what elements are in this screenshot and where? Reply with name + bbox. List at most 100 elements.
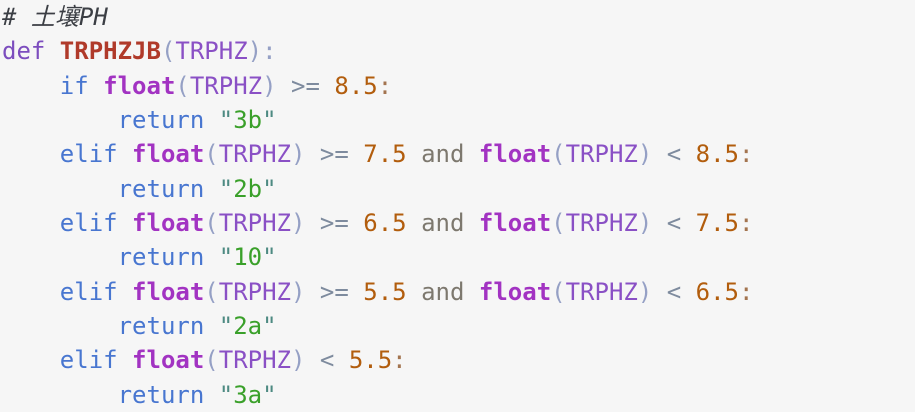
code-token	[2, 72, 60, 100]
code-token: (	[175, 71, 190, 100]
code-line: return "2b"	[2, 172, 915, 206]
code-token: )	[291, 140, 306, 169]
code-token: >=	[291, 71, 320, 100]
code-token: (	[160, 37, 176, 66]
code-token	[305, 209, 319, 237]
code-token: float	[478, 208, 552, 237]
code-token	[305, 278, 319, 306]
code-token: "	[262, 105, 277, 134]
code-token: 2a	[233, 311, 263, 340]
code-token: 7.5	[695, 208, 740, 237]
code-token: <	[666, 208, 682, 237]
code-token: (	[204, 346, 219, 375]
code-token	[277, 72, 291, 100]
code-token	[2, 312, 118, 340]
code-token	[2, 278, 60, 306]
code-token: "	[218, 311, 234, 340]
code-token: float	[132, 140, 205, 169]
code-line: if float(TRPHZ) >= 8.5:	[2, 69, 915, 103]
code-token: float	[132, 277, 205, 306]
code-token: TRPHZ	[175, 37, 248, 66]
code-token: )	[291, 346, 306, 375]
code-token: <	[319, 346, 335, 375]
code-token: return	[117, 311, 219, 340]
code-token: float	[103, 71, 176, 100]
code-token	[407, 209, 421, 237]
code-line: elif float(TRPHZ) >= 6.5 and float(TRPHZ…	[2, 206, 915, 240]
code-token: TRPHZ	[218, 140, 291, 169]
code-token: TRPHZ	[218, 208, 291, 237]
code-token	[681, 140, 695, 168]
code-token: 10	[233, 243, 263, 272]
code-token: "	[218, 243, 234, 272]
code-token: elif	[59, 346, 133, 375]
code-token: "	[262, 380, 277, 409]
code-token	[2, 175, 118, 203]
code-token	[2, 209, 60, 237]
code-line: return "3b"	[2, 103, 915, 137]
code-token	[334, 346, 348, 374]
code-token: :	[739, 208, 754, 237]
code-token	[349, 209, 363, 237]
code-line: elif float(TRPHZ) >= 7.5 and float(TRPHZ…	[2, 137, 915, 171]
code-token	[464, 278, 478, 306]
code-token: 6.5	[363, 208, 407, 237]
code-token	[407, 278, 421, 306]
code-token: float	[478, 140, 552, 169]
code-line: return "2a"	[2, 309, 915, 343]
code-token: (	[551, 277, 566, 306]
code-token: (	[551, 208, 566, 237]
code-token: float	[132, 208, 205, 237]
code-token	[349, 140, 363, 168]
code-token: return	[117, 243, 219, 272]
code-token	[652, 278, 666, 306]
code-token: and	[421, 208, 465, 237]
code-line: def TRPHZJB(TRPHZ):	[2, 34, 915, 68]
code-token: "	[218, 174, 234, 203]
code-token: elif	[59, 208, 133, 237]
code-token: (	[551, 140, 566, 169]
code-token	[2, 106, 118, 134]
code-token: TRPHZ	[565, 277, 638, 306]
code-token: 3a	[233, 380, 263, 409]
code-token	[2, 243, 118, 271]
code-token: 5.5	[363, 277, 407, 306]
code-token: float	[132, 346, 205, 375]
code-token	[652, 140, 666, 168]
code-token: 7.5	[363, 140, 407, 169]
code-token: (	[204, 208, 219, 237]
code-token: >=	[319, 208, 349, 237]
code-token: 8.5	[334, 71, 378, 100]
code-token: )	[637, 208, 653, 237]
code-token	[681, 209, 695, 237]
code-token: <	[666, 277, 682, 306]
code-token: )	[291, 208, 306, 237]
code-token	[2, 346, 60, 374]
code-token: 2b	[233, 174, 263, 203]
code-token: TRPHZ	[218, 346, 291, 375]
code-token: elif	[59, 277, 133, 306]
code-token: 3b	[233, 105, 263, 134]
code-token: TRPHZ	[565, 208, 638, 237]
code-token: "	[262, 311, 277, 340]
code-token: TRPHZ	[189, 71, 263, 100]
code-token: :	[739, 277, 754, 306]
code-token: >=	[319, 277, 349, 306]
code-token: and	[421, 277, 465, 306]
code-token: and	[421, 140, 465, 169]
code-line: elif float(TRPHZ) >= 5.5 and float(TRPHZ…	[2, 275, 915, 309]
code-token: (	[204, 277, 219, 306]
code-token: # 土壤PH	[2, 3, 108, 31]
code-token: return	[117, 380, 219, 409]
code-token: if	[59, 71, 104, 100]
code-token	[464, 209, 478, 237]
code-token: TRPHZ	[218, 277, 291, 306]
code-token	[305, 140, 319, 168]
code-token: 5.5	[348, 346, 393, 375]
code-token	[407, 140, 421, 168]
code-token	[464, 140, 478, 168]
code-token: :	[377, 71, 393, 100]
code-line: return "10"	[2, 240, 915, 274]
